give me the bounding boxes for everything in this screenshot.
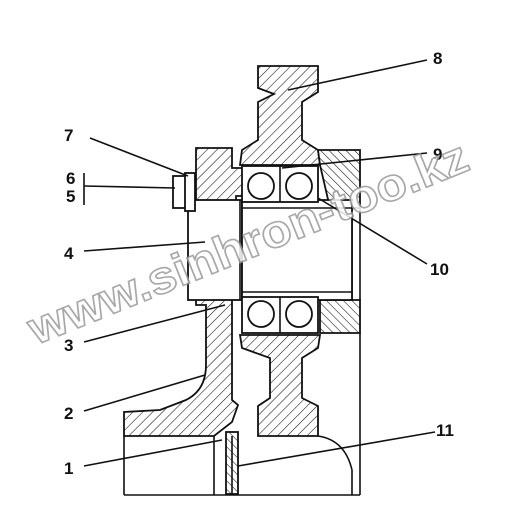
key-plate (124, 431, 360, 496)
callout-10: 10 (430, 260, 449, 279)
callout-11: 11 (436, 421, 454, 440)
axle-pin (187, 199, 243, 301)
leader-lines (83, 59, 436, 467)
callout-9: 9 (433, 145, 442, 164)
bolt-washer (172, 172, 196, 212)
callout-8: 8 (433, 49, 442, 68)
callout-2: 2 (64, 404, 73, 423)
inner-spacer (241, 199, 353, 301)
callout-3: 3 (64, 336, 73, 355)
callout-7: 7 (64, 126, 73, 145)
ball-bearings (241, 165, 319, 334)
callout-labels: 1 2 3 4 5 6 7 8 9 10 11 (64, 49, 454, 478)
callout-4: 4 (64, 244, 74, 263)
callout-6: 6 (66, 169, 75, 188)
callout-1: 1 (64, 459, 73, 478)
callout-5: 5 (66, 187, 75, 206)
